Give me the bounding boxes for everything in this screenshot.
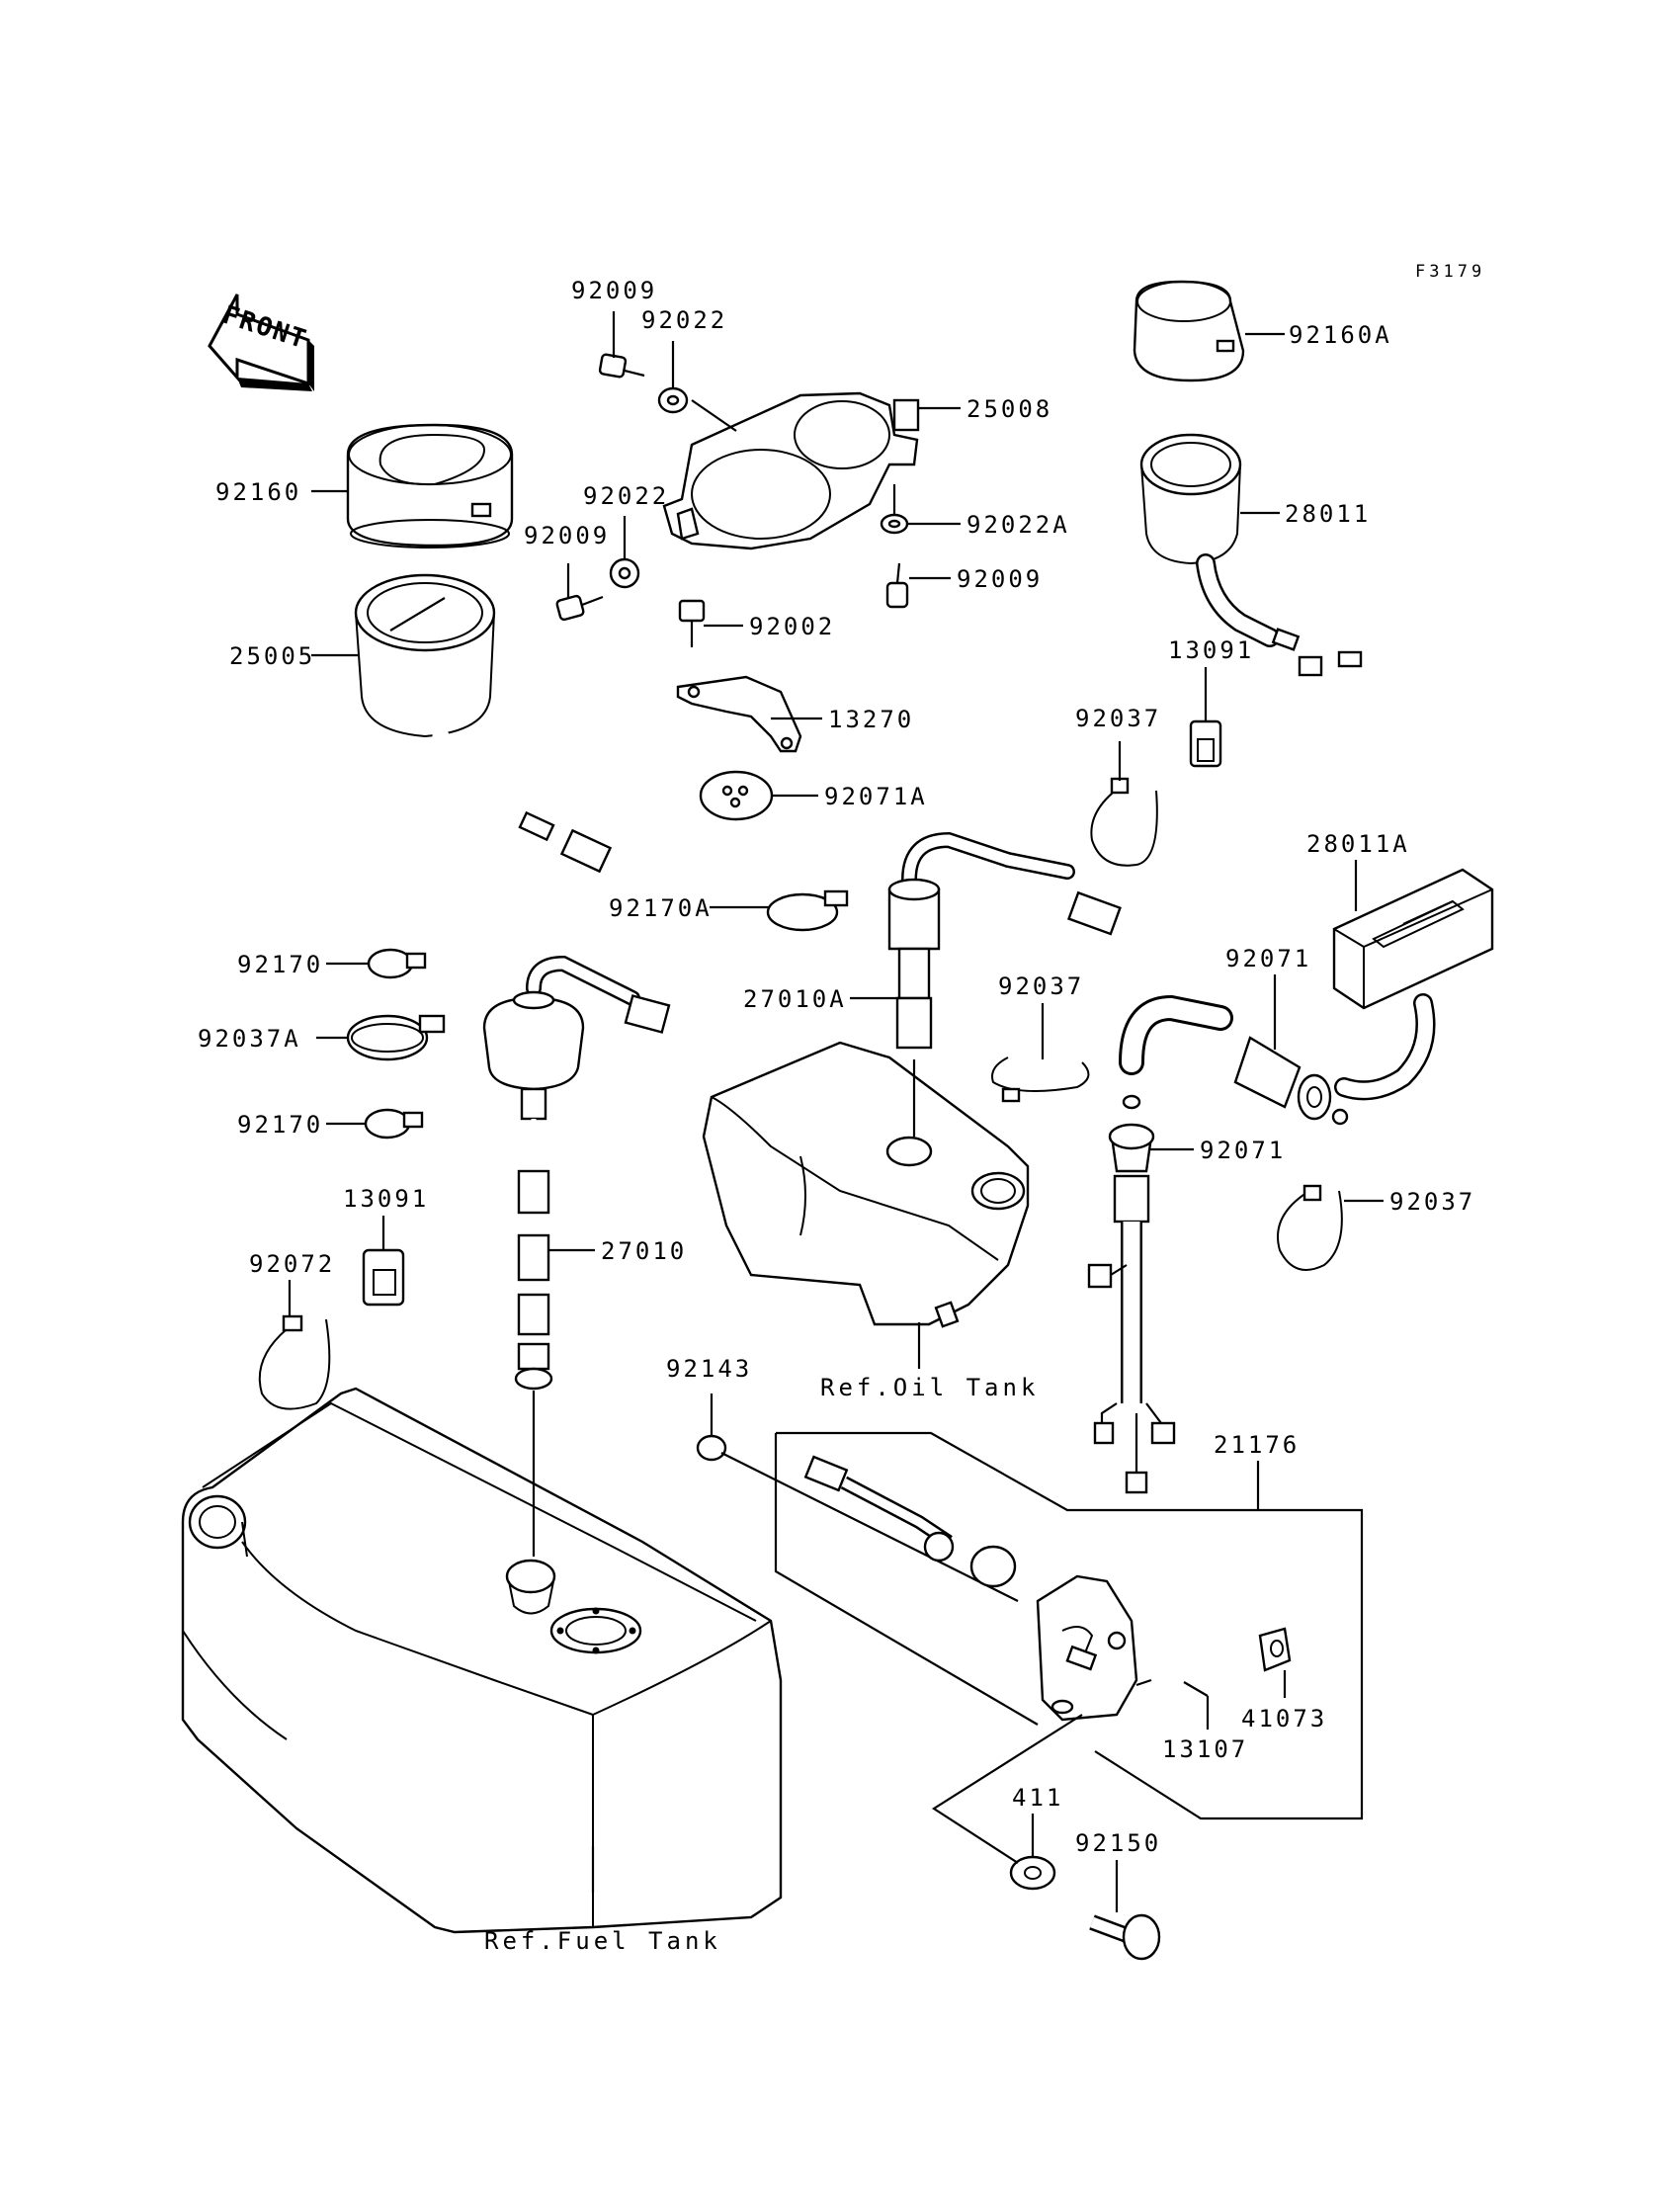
part-label-92170: 92170 (237, 1111, 323, 1139)
clamp-92170-lower-icon (364, 1108, 424, 1140)
part-label-92037: 92037 (1389, 1188, 1475, 1216)
part-label-92022: 92022 (641, 306, 727, 334)
part-label-13270: 13270 (828, 706, 914, 733)
gauge-28011-icon (1139, 433, 1363, 677)
part-label-21176: 21176 (1214, 1431, 1300, 1459)
sender-92071-lower-icon (1087, 1094, 1176, 1494)
washer-92022-lower-icon (609, 557, 640, 589)
meter-cover-92160a-icon (1133, 280, 1245, 382)
part-label-41073: 41073 (1241, 1705, 1327, 1732)
part-label-13091: 13091 (343, 1185, 429, 1213)
part-label-13107: 13107 (1162, 1735, 1248, 1763)
fuel-sender-27010-icon (482, 955, 671, 1391)
part-label-92071a: 92071A (824, 783, 928, 810)
bolt-92002-icon (678, 599, 706, 647)
bolt-92009-right-icon (885, 562, 909, 609)
fuel-tank-icon (181, 1387, 783, 1934)
part-label-13091: 13091 (1168, 636, 1254, 664)
clamp-92170-upper-icon (367, 948, 427, 979)
band-92037-right-icon (1277, 1184, 1343, 1271)
clip-41073-icon (1258, 1627, 1292, 1672)
part-labels: 92009 92022 25008 92160A 92160 92022 920… (198, 277, 1475, 1857)
part-label-92022a: 92022A (966, 511, 1070, 539)
part-label-92009: 92009 (957, 565, 1043, 593)
part-label-92160a: 92160A (1289, 321, 1392, 349)
part-label-92071: 92071 (1225, 945, 1311, 972)
band-92072-icon (258, 1314, 331, 1410)
clamp-92170a-icon (766, 889, 849, 932)
washer-92022-top-icon (657, 386, 689, 414)
meter-bracket-25008-icon (662, 391, 920, 550)
pin-13107-icon (1183, 1681, 1209, 1697)
bracket-13270-icon (676, 675, 802, 753)
part-label-92170a: 92170A (609, 894, 713, 922)
display-28011a-icon (1332, 868, 1494, 1101)
part-label-411: 411 (1012, 1784, 1063, 1812)
bolt-92009-top-icon (598, 353, 645, 379)
washer-92022a-icon (880, 513, 909, 535)
part-label-92143: 92143 (666, 1355, 752, 1383)
pickup-assembly-21176-icon (720, 1452, 1152, 1722)
band-92037a-icon (346, 1014, 446, 1061)
part-label-92071: 92071 (1200, 1137, 1286, 1164)
hose-92071-upper-icon (1119, 994, 1349, 1126)
meter-cover-92160-icon (346, 423, 514, 549)
band-92037-middle-icon (991, 1056, 1090, 1103)
connector-13091-right-icon (1189, 719, 1222, 768)
part-label-92037: 92037 (998, 972, 1084, 1000)
part-label-27010: 27010 (601, 1237, 687, 1265)
oil-tank-icon (702, 1041, 1030, 1328)
part-label-92150: 92150 (1075, 1829, 1161, 1857)
part-label-25008: 25008 (966, 395, 1052, 423)
grommet-92071a-icon (699, 770, 774, 821)
grommet-92143-icon (696, 1434, 727, 1462)
part-label-92009: 92009 (571, 277, 657, 304)
connector-13091-left-icon (362, 1248, 405, 1307)
washer-411-icon (1009, 1855, 1056, 1891)
leader-lines (288, 311, 1384, 1912)
bolt-92009-lower-icon (555, 594, 604, 622)
bolt-92150-icon (1089, 1913, 1161, 1961)
part-label-92072: 92072 (249, 1250, 335, 1278)
front-arrow-icon: FRONT (208, 294, 314, 391)
part-label-28011: 28011 (1285, 500, 1371, 528)
part-label-92170: 92170 (237, 951, 323, 978)
part-label-92037a: 92037A (198, 1025, 301, 1053)
part-label-92037: 92037 (1075, 705, 1161, 732)
ref-fuel-tank-label: Ref.Fuel Tank (484, 1927, 721, 1955)
part-label-27010a: 27010A (743, 985, 847, 1013)
part-label-25005: 25005 (229, 642, 315, 670)
part-label-92002: 92002 (749, 613, 835, 640)
part-label-28011a: 28011A (1306, 830, 1410, 858)
part-label-92022: 92022 (583, 482, 669, 510)
part-label-92160: 92160 (215, 478, 301, 506)
part-label-92009: 92009 (524, 522, 610, 549)
ref-oil-tank-label: Ref.Oil Tank (820, 1374, 1039, 1401)
meter-25005-icon (354, 573, 613, 874)
sender-27010a-icon (887, 831, 1122, 1050)
band-92037-upper-icon (1090, 777, 1158, 867)
figure-code: F3179 (1415, 262, 1485, 282)
